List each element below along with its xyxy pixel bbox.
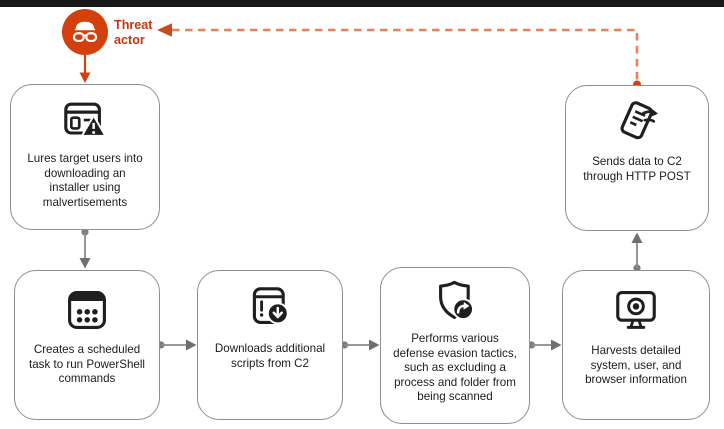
step-text-download-scripts: Downloads additional scripts from C2 bbox=[214, 342, 326, 370]
threat-actor-node bbox=[62, 9, 108, 55]
step-box-defense-evasion: Performs various defense evasion tactics… bbox=[380, 267, 530, 424]
top-black-bar bbox=[0, 0, 724, 7]
connector-lure-to-task bbox=[79, 228, 91, 269]
step-box-download-scripts: Downloads additional scripts from C2 bbox=[197, 270, 343, 420]
connector-evasion-to-harvest bbox=[527, 339, 562, 351]
window-download-icon bbox=[252, 287, 289, 325]
step-box-harvest-info: Harvests detailed system, user, and brow… bbox=[562, 270, 710, 420]
connector-threat-actor-to-lure bbox=[79, 53, 91, 83]
threat-actor-label: Threat actor bbox=[114, 18, 153, 47]
step-text-defense-evasion: Performs various defense evasion tactics… bbox=[393, 332, 517, 404]
step-text-harvest-info: Harvests detailed system, user, and brow… bbox=[585, 344, 687, 387]
step-text-lure: Lures target users into downloading an i… bbox=[27, 152, 143, 209]
connector-task-to-download bbox=[157, 339, 197, 351]
step-text-send-c2: Sends data to C2 through HTTP POST bbox=[583, 155, 691, 183]
step-box-scheduled-task: Creates a scheduled task to run PowerShe… bbox=[14, 270, 160, 420]
document-exfil-icon bbox=[620, 101, 658, 140]
calendar-task-icon bbox=[68, 291, 106, 329]
shield-evasion-icon bbox=[439, 280, 474, 320]
step-text-scheduled-task: Creates a scheduled task to run PowerShe… bbox=[29, 343, 145, 386]
incognito-icon bbox=[72, 21, 98, 43]
browser-alert-icon bbox=[64, 102, 108, 137]
step-box-lure: Lures target users into downloading an i… bbox=[10, 84, 160, 230]
connector-sendc2-to-threat-actor bbox=[157, 23, 641, 89]
step-box-send-c2: Sends data to C2 through HTTP POST bbox=[565, 85, 709, 231]
monitor-eye-icon bbox=[616, 291, 656, 329]
connector-harvest-to-sendc2 bbox=[631, 232, 643, 272]
connector-download-to-evasion bbox=[340, 339, 380, 351]
